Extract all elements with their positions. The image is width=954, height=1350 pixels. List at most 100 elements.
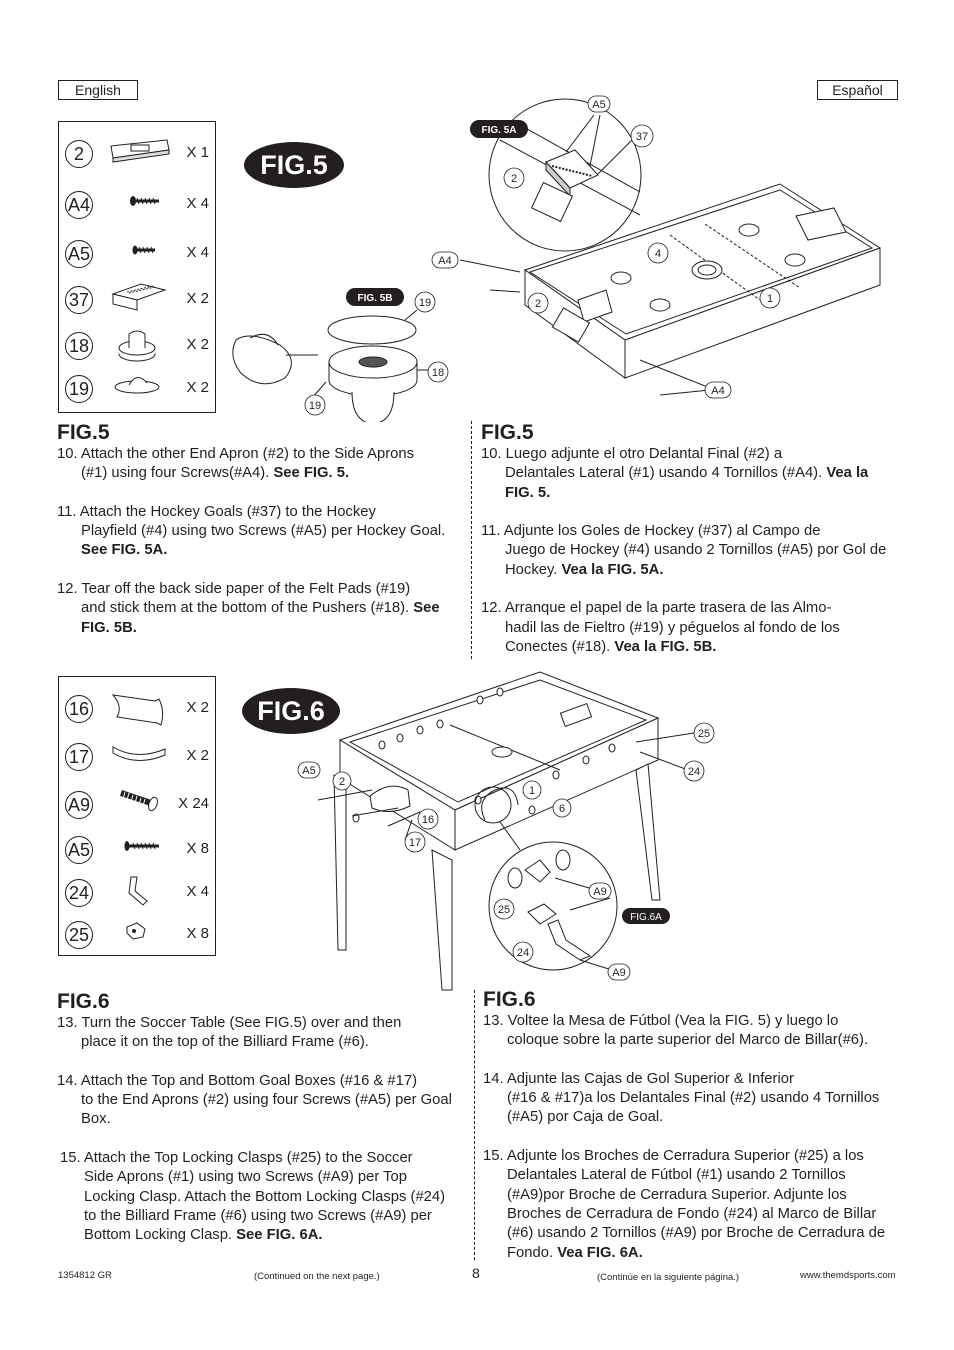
instruction-step: 10. Attach the other End Apron (#2) to t… (57, 446, 415, 482)
instruction-step: 10. Luego adjunte el otro Delantal Final… (481, 446, 869, 501)
callout-a4b: A4 (711, 385, 724, 397)
goal-box-bottom-icon (112, 746, 166, 761)
instruction-step: 14. Adjunte las Cajas de Gol Superior & … (483, 1070, 880, 1126)
callout-a9: A9 (593, 886, 606, 898)
fig6a-label: FIG.6A (630, 912, 662, 923)
pusher-icon (118, 330, 156, 362)
screw-icon (124, 841, 159, 851)
part-quantity: X 4 (186, 195, 209, 212)
callout-a9b: A9 (612, 967, 625, 979)
fig6-instructions-es: 13. Voltee la Mesa de Fútbol (Vea la FIG… (483, 1012, 903, 1282)
part-quantity: X 2 (186, 290, 209, 307)
callout-2: 2 (511, 173, 517, 185)
continued-note-es: (Continúe en la siguiente página.) (597, 1272, 740, 1283)
fig5-instructions-es: 10. Luego adjunte el otro Delantal Final… (481, 445, 901, 677)
part-quantity: X 24 (178, 795, 209, 812)
part-number: 16 (65, 695, 93, 723)
callout-17: 17 (409, 837, 421, 849)
fig5b-diagram (232, 309, 428, 422)
instruction-step: 13. Turn the Soccer Table (See FIG.5) ov… (57, 1015, 402, 1051)
instruction-step: 11. Attach the Hockey Goals (#37) to the… (57, 503, 446, 559)
fig5-heading-es: FIG.5 (481, 421, 534, 444)
fig5a-label: FIG. 5A (481, 125, 516, 136)
part-quantity: X 2 (186, 699, 209, 716)
callout-2: 2 (339, 776, 345, 788)
instruction-step: 15. Attach the Top Locking Clasps (#25) … (60, 1150, 446, 1244)
part-number: 2 (65, 140, 93, 168)
part-number: 19 (65, 375, 93, 403)
callout-4: 4 (655, 248, 661, 260)
callout-2b: 2 (535, 298, 541, 310)
part-quantity: X 4 (186, 244, 209, 261)
part-quantity: X 4 (186, 883, 209, 900)
fig6-parts-list: 16 X 2 17 X 2 A9 X 24 A5 X 8 24 (58, 676, 216, 956)
callout-16: 16 (422, 814, 434, 826)
part-item: 2 X 1 (59, 136, 215, 176)
instruction-step: 12. Arranque el papel de la parte traser… (481, 600, 840, 655)
part-quantity: X 2 (186, 379, 209, 396)
callout-24: 24 (688, 766, 700, 778)
wood-screw-icon (120, 790, 158, 812)
screw-icon (132, 245, 155, 255)
language-label-spanish: Español (817, 80, 898, 100)
goal-box-top-icon (111, 694, 164, 726)
part-item: A9 X 24 (59, 787, 215, 827)
callout-25: 25 (698, 728, 710, 740)
part-number: A9 (65, 791, 93, 819)
instruction-step: 13. Voltee la Mesa de Fútbol (Vea la FIG… (483, 1013, 869, 1049)
language-label-english: English (58, 80, 138, 100)
part-quantity: X 1 (186, 144, 209, 161)
callout-a4: A4 (438, 255, 451, 267)
fig5b-label: FIG. 5B (357, 293, 392, 304)
part-item: 18 X 2 (59, 328, 215, 368)
part-item: 19 X 2 (59, 371, 215, 411)
callout-19b: 19 (309, 400, 321, 412)
part-number: 25 (65, 921, 93, 949)
screw-icon (130, 196, 159, 206)
part-number: 37 (65, 286, 93, 314)
part-item: 24 X 4 (59, 875, 215, 915)
callout-1: 1 (529, 785, 535, 797)
instruction-step: 11. Adjunte los Goles de Hockey (#37) al… (481, 523, 887, 578)
part-quantity: X 8 (186, 925, 209, 942)
part-number: 24 (65, 879, 93, 907)
callout-a5: A5 (592, 99, 605, 111)
callout-19: 19 (419, 297, 431, 309)
part-quantity: X 2 (186, 336, 209, 353)
part-number: 18 (65, 332, 93, 360)
fig5-parts-list: 2 X 1 A4 X 4 A5 X 4 37 X 2 (58, 121, 216, 413)
column-divider (471, 421, 472, 659)
website: www.themdsports.com (800, 1270, 896, 1281)
fig6-heading-en: FIG.6 (57, 990, 110, 1013)
fig6-assembly-diagram: FIG.6A A5 2 16 17 1 6 25 24 A9 25 24 A9 (297, 671, 715, 991)
fig6-instructions-en: 13. Turn the Soccer Table (See FIG.5) ov… (57, 1014, 457, 1265)
page-number: 8 (472, 1265, 480, 1281)
callout-37: 37 (636, 131, 648, 143)
callout-24b: 24 (517, 947, 529, 959)
fig5-instructions-en: 10. Attach the other End Apron (#2) to t… (57, 445, 457, 657)
part-quantity: X 8 (186, 840, 209, 857)
part-item: A5 X 4 (59, 236, 215, 276)
fig5-heading-en: FIG.5 (57, 421, 110, 444)
part-item: 16 X 2 (59, 691, 215, 731)
instruction-step: 14. Attach the Top and Bottom Goal Boxes… (57, 1072, 452, 1128)
part-item: 37 X 2 (59, 282, 215, 322)
callout-1: 1 (767, 293, 773, 305)
instruction-step: 15. Adjunte los Broches de Cerradura Sup… (483, 1148, 886, 1261)
bottom-clasp-icon (128, 876, 148, 906)
column-divider (474, 990, 475, 1260)
felt-pad-icon (114, 377, 160, 394)
fig6-badge: FIG.6 (242, 688, 340, 734)
fig5-badge: FIG.5 (244, 142, 344, 188)
part-item: A4 X 4 (59, 187, 215, 227)
hockey-goal-icon (111, 283, 167, 311)
end-apron-icon (110, 139, 170, 163)
part-item: 25 X 8 (59, 917, 215, 957)
document-code: 1354812 GR (58, 1270, 112, 1281)
part-quantity: X 2 (186, 747, 209, 764)
part-number: A5 (65, 240, 93, 268)
part-number: A5 (65, 836, 93, 864)
instruction-step: 12. Tear off the back side paper of the … (57, 581, 440, 636)
top-clasp-icon (126, 922, 146, 940)
continued-note-en: (Continued on the next page.) (254, 1271, 380, 1282)
